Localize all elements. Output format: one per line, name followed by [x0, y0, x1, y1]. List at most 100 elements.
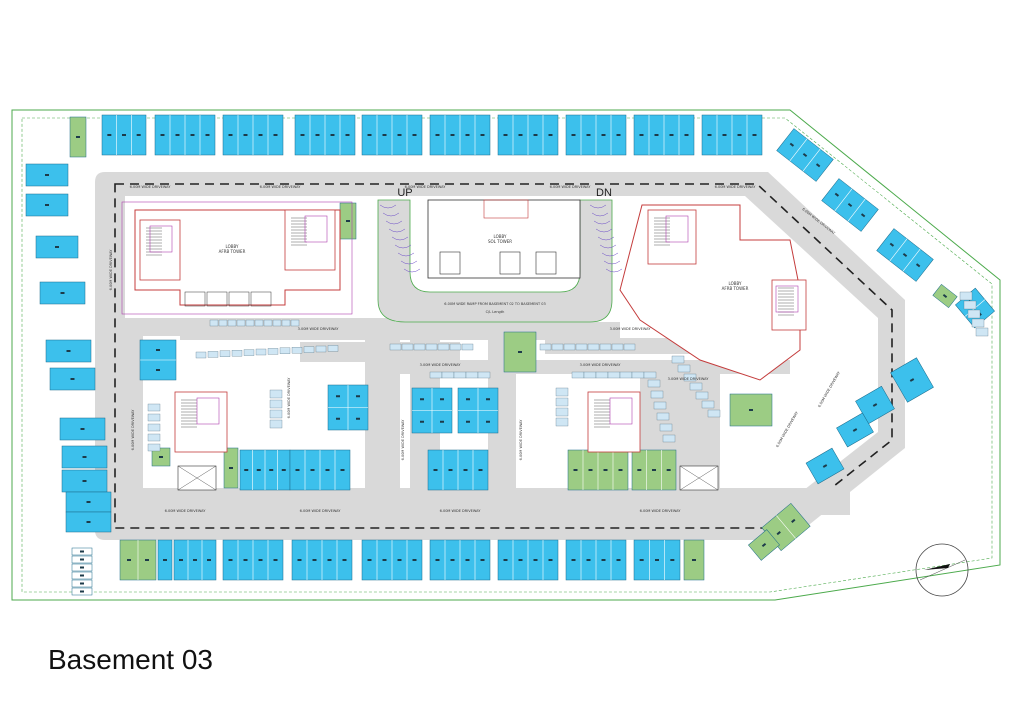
- stall-row-a-9: [303, 346, 315, 353]
- inner-parking-8-tag: [637, 469, 642, 471]
- left-tower-core-a: [139, 219, 181, 281]
- bottom-parking-7: [497, 539, 559, 581]
- stall-row-i-0: [555, 387, 569, 397]
- left-small-stall-2: [71, 563, 93, 572]
- stall-row-d-0: [429, 371, 443, 379]
- right-parking-1-tag: [847, 202, 853, 208]
- left-parking-8: [61, 469, 108, 493]
- stall-row-e-7: [623, 343, 636, 351]
- driveway-label-6: 6.00M WIDE DRIVEWAY: [300, 509, 342, 513]
- bottom-parking-8-tag: [586, 559, 591, 561]
- inner-parking-5-tag: [325, 469, 330, 471]
- inner-parking-6-tag: [448, 469, 453, 471]
- top-parking-9: [633, 114, 695, 156]
- driveway-label-short-2: 3.00M WIDE DRIVEWAY: [610, 327, 652, 331]
- ramp-arrow-left-8: [403, 268, 421, 273]
- bottom-parking-7-tag: [533, 559, 538, 561]
- stall-row-i-1: [555, 397, 569, 407]
- stall-row-f-2: [595, 371, 609, 379]
- stall-row-j-0: [647, 379, 661, 388]
- inner-parking-2-tag: [420, 420, 424, 423]
- center-tower-label-line-0: LOBBY: [494, 234, 508, 239]
- stall-row-h-2: [147, 423, 161, 432]
- top-parking-8: [565, 114, 627, 156]
- top-parking-1: [101, 114, 147, 156]
- driveway-label-short-0: 3.00M WIDE DRIVEWAY: [298, 327, 340, 331]
- bottom-parking-8: [565, 539, 627, 581]
- north-arrow-pointer: [924, 564, 950, 570]
- top-parking-7: [497, 114, 559, 156]
- inner-parking-7-tag: [603, 469, 608, 471]
- right-tower-core-b-lift: [775, 285, 799, 313]
- driveway-label-3: 6.00M WIDE DRIVEWAY: [550, 185, 592, 189]
- left-parking-3-tag: [60, 292, 65, 294]
- lower-left-core-outline: [174, 391, 228, 453]
- inner-parking-1-tag: [336, 417, 340, 420]
- stall-row-l-0: [959, 291, 973, 301]
- right-parking-5: [890, 357, 934, 403]
- right-parking-1-div: [834, 188, 853, 212]
- right-parking-9-div: [776, 515, 796, 539]
- top-parking-7-tag: [533, 134, 538, 136]
- stall-row-h-4: [147, 443, 161, 452]
- right-parking-2-tag: [889, 242, 895, 247]
- inner-parking-3: [457, 387, 499, 434]
- inner-parking-11: [503, 331, 537, 373]
- bottom-parking-2: [173, 539, 217, 581]
- top-parking-3-tag: [258, 134, 263, 136]
- stall-row-a-4: [243, 349, 255, 356]
- stall-row-e-0: [539, 343, 552, 351]
- left-parking-10: [65, 511, 112, 533]
- bottom-parking-4-tag: [312, 559, 317, 561]
- top-parking-7-tag: [518, 134, 523, 136]
- ramp-arrow-right-3: [595, 228, 613, 233]
- north-arrow-icon: [915, 543, 969, 597]
- ramp-arrow-right-2: [593, 220, 611, 225]
- right-tower-label-line-1: AFRB TOWER: [722, 286, 749, 291]
- stall-row-j-3: [656, 412, 670, 421]
- inner-parking-2-tag: [440, 398, 444, 401]
- bottom-parking-9-tag: [655, 559, 659, 561]
- stall-row-k-0: [671, 355, 685, 364]
- stall-row-c-3: [425, 343, 438, 351]
- left-parking-4-tag: [66, 350, 71, 352]
- left-parking-7: [61, 445, 108, 469]
- right-parking-1-tag: [860, 213, 866, 218]
- stall-row-i-3: [555, 417, 569, 427]
- inner-parking-9: [729, 393, 773, 427]
- inner-parking-8-tag: [652, 469, 656, 471]
- left-tower-label-line-1: AFRB TOWER: [219, 249, 246, 254]
- stall-row-j-1: [650, 390, 664, 399]
- left-tower-label-line-0: LOBBY: [226, 244, 240, 249]
- left-small-stall-0-tag: [80, 550, 84, 553]
- top-parking-9-tag: [669, 134, 674, 136]
- stall-row-c-4: [437, 343, 450, 351]
- top-parking-8-tag: [601, 134, 606, 136]
- right-tower-label-line-0: LOBBY: [729, 281, 743, 286]
- stall-row-b-6: [263, 319, 273, 327]
- stall-row-h-3: [147, 433, 161, 442]
- bottom-parking-3-tag: [273, 559, 278, 561]
- bottom-parking-7-tag: [518, 559, 523, 561]
- ramp-arrow-right-0: [589, 204, 607, 209]
- ramp-arrow-left-3: [388, 228, 406, 233]
- inner-parking-1-tag: [356, 395, 360, 398]
- right-parking-8: [805, 447, 845, 485]
- bottom-parking-9-tag: [639, 559, 644, 561]
- inner-driveway-8: [125, 320, 143, 515]
- stall-row-a-1: [207, 351, 219, 358]
- stall-row-l-1: [963, 300, 977, 310]
- stall-row-e-6: [611, 343, 624, 351]
- ramp-arrow-left-0: [379, 204, 397, 209]
- bottom-parking-4-tag: [297, 559, 302, 561]
- stall-row-l-3: [971, 318, 985, 328]
- top-parking-3-tag: [228, 134, 233, 136]
- center-tower-entry: [483, 199, 529, 219]
- inner-parking-12-tag: [346, 220, 350, 222]
- inner-parking-7-tag: [573, 469, 578, 471]
- top-parking-10-tag: [752, 134, 757, 136]
- left-tower-room-1: [206, 291, 228, 307]
- bottom-parking-8-tag: [571, 559, 576, 561]
- left-parking-0-tag: [45, 174, 49, 176]
